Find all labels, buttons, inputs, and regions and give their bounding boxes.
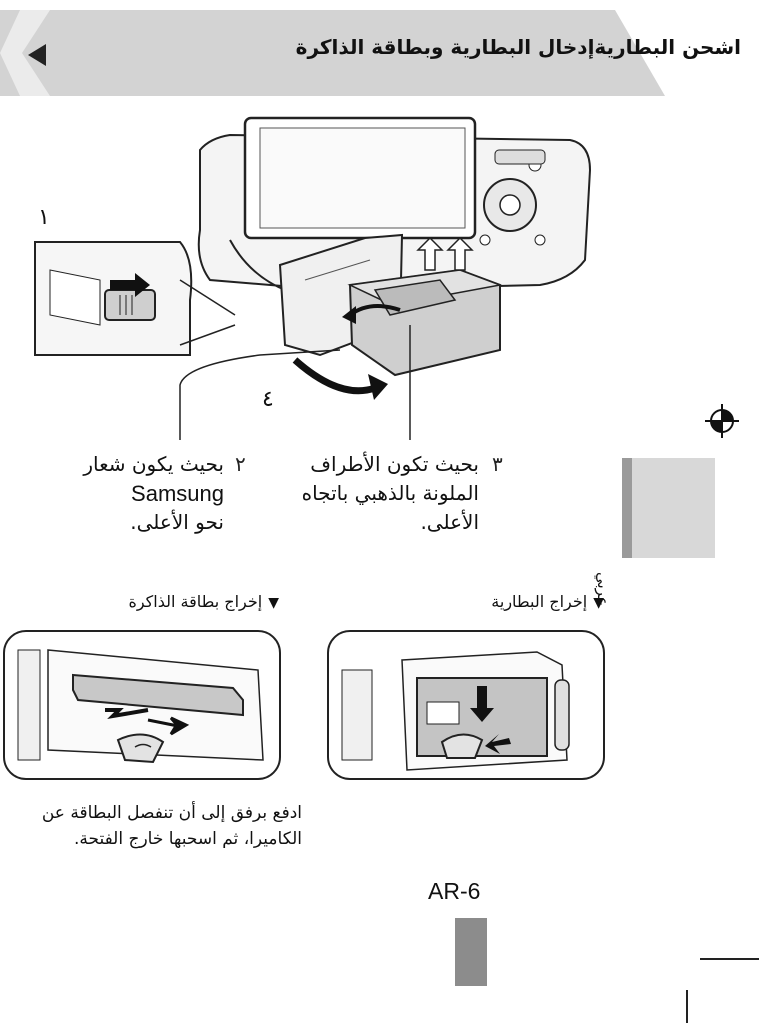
side-tab <box>622 458 715 558</box>
step-number: ٣ <box>492 452 503 476</box>
callout-number-1: ١ <box>38 205 50 230</box>
header-banner <box>0 10 759 96</box>
callout-number-4: ٤ <box>262 387 274 412</box>
side-tab-bar <box>622 458 632 558</box>
step-3-line: بحيث تكون الأطراف <box>310 452 479 476</box>
remove-battery-illustration <box>327 630 605 780</box>
remove-battery-heading: ▼ إخراج البطارية <box>491 592 604 611</box>
step-2-line: بحيث يكون شعار <box>83 452 224 476</box>
page-number: AR-6 <box>428 878 481 904</box>
step-2-text: بحيث يكون شعار Samsung نحو الأعلى. <box>24 450 224 537</box>
remove-card-heading: ▼ إخراج بطاقة الذاكرة <box>128 592 279 611</box>
page-marker-bar <box>455 918 487 986</box>
remove-card-illustration <box>3 630 281 780</box>
step-3-text: بحيث تكون الأطراف الملونة بالذهبي باتجاه… <box>249 450 479 537</box>
remove-card-title: إخراج بطاقة الذاكرة <box>128 592 263 611</box>
step-3-line: الأعلى. <box>420 510 479 534</box>
triangle-down-icon: ▼ <box>593 595 604 611</box>
back-arrow-icon <box>28 44 46 66</box>
step-2-line: Samsung <box>131 481 224 506</box>
camera-insert-illustration <box>30 110 620 440</box>
step-3-line: الملونة بالذهبي باتجاه <box>301 481 479 505</box>
caption-line: الكاميرا، ثم اسحبها خارج الفتحة. <box>73 829 302 849</box>
page-title: اشحن البطاريةإدخال البطارية وبطاقة الذاك… <box>295 35 741 59</box>
triangle-down-icon: ▼ <box>268 595 279 611</box>
crosshair-icon <box>705 404 739 442</box>
step-number: ٢ <box>235 452 246 476</box>
caption-line: ادفع برفق إلى أن تنفصل البطاقة عن <box>41 803 302 823</box>
crop-mark <box>686 990 688 1023</box>
remove-card-caption: ادفع برفق إلى أن تنفصل البطاقة عن الكامي… <box>2 800 302 852</box>
remove-battery-title: إخراج البطارية <box>491 592 588 611</box>
step-2-line: نحو الأعلى. <box>130 510 224 534</box>
crop-mark <box>700 958 759 960</box>
banner-shape <box>0 10 665 96</box>
